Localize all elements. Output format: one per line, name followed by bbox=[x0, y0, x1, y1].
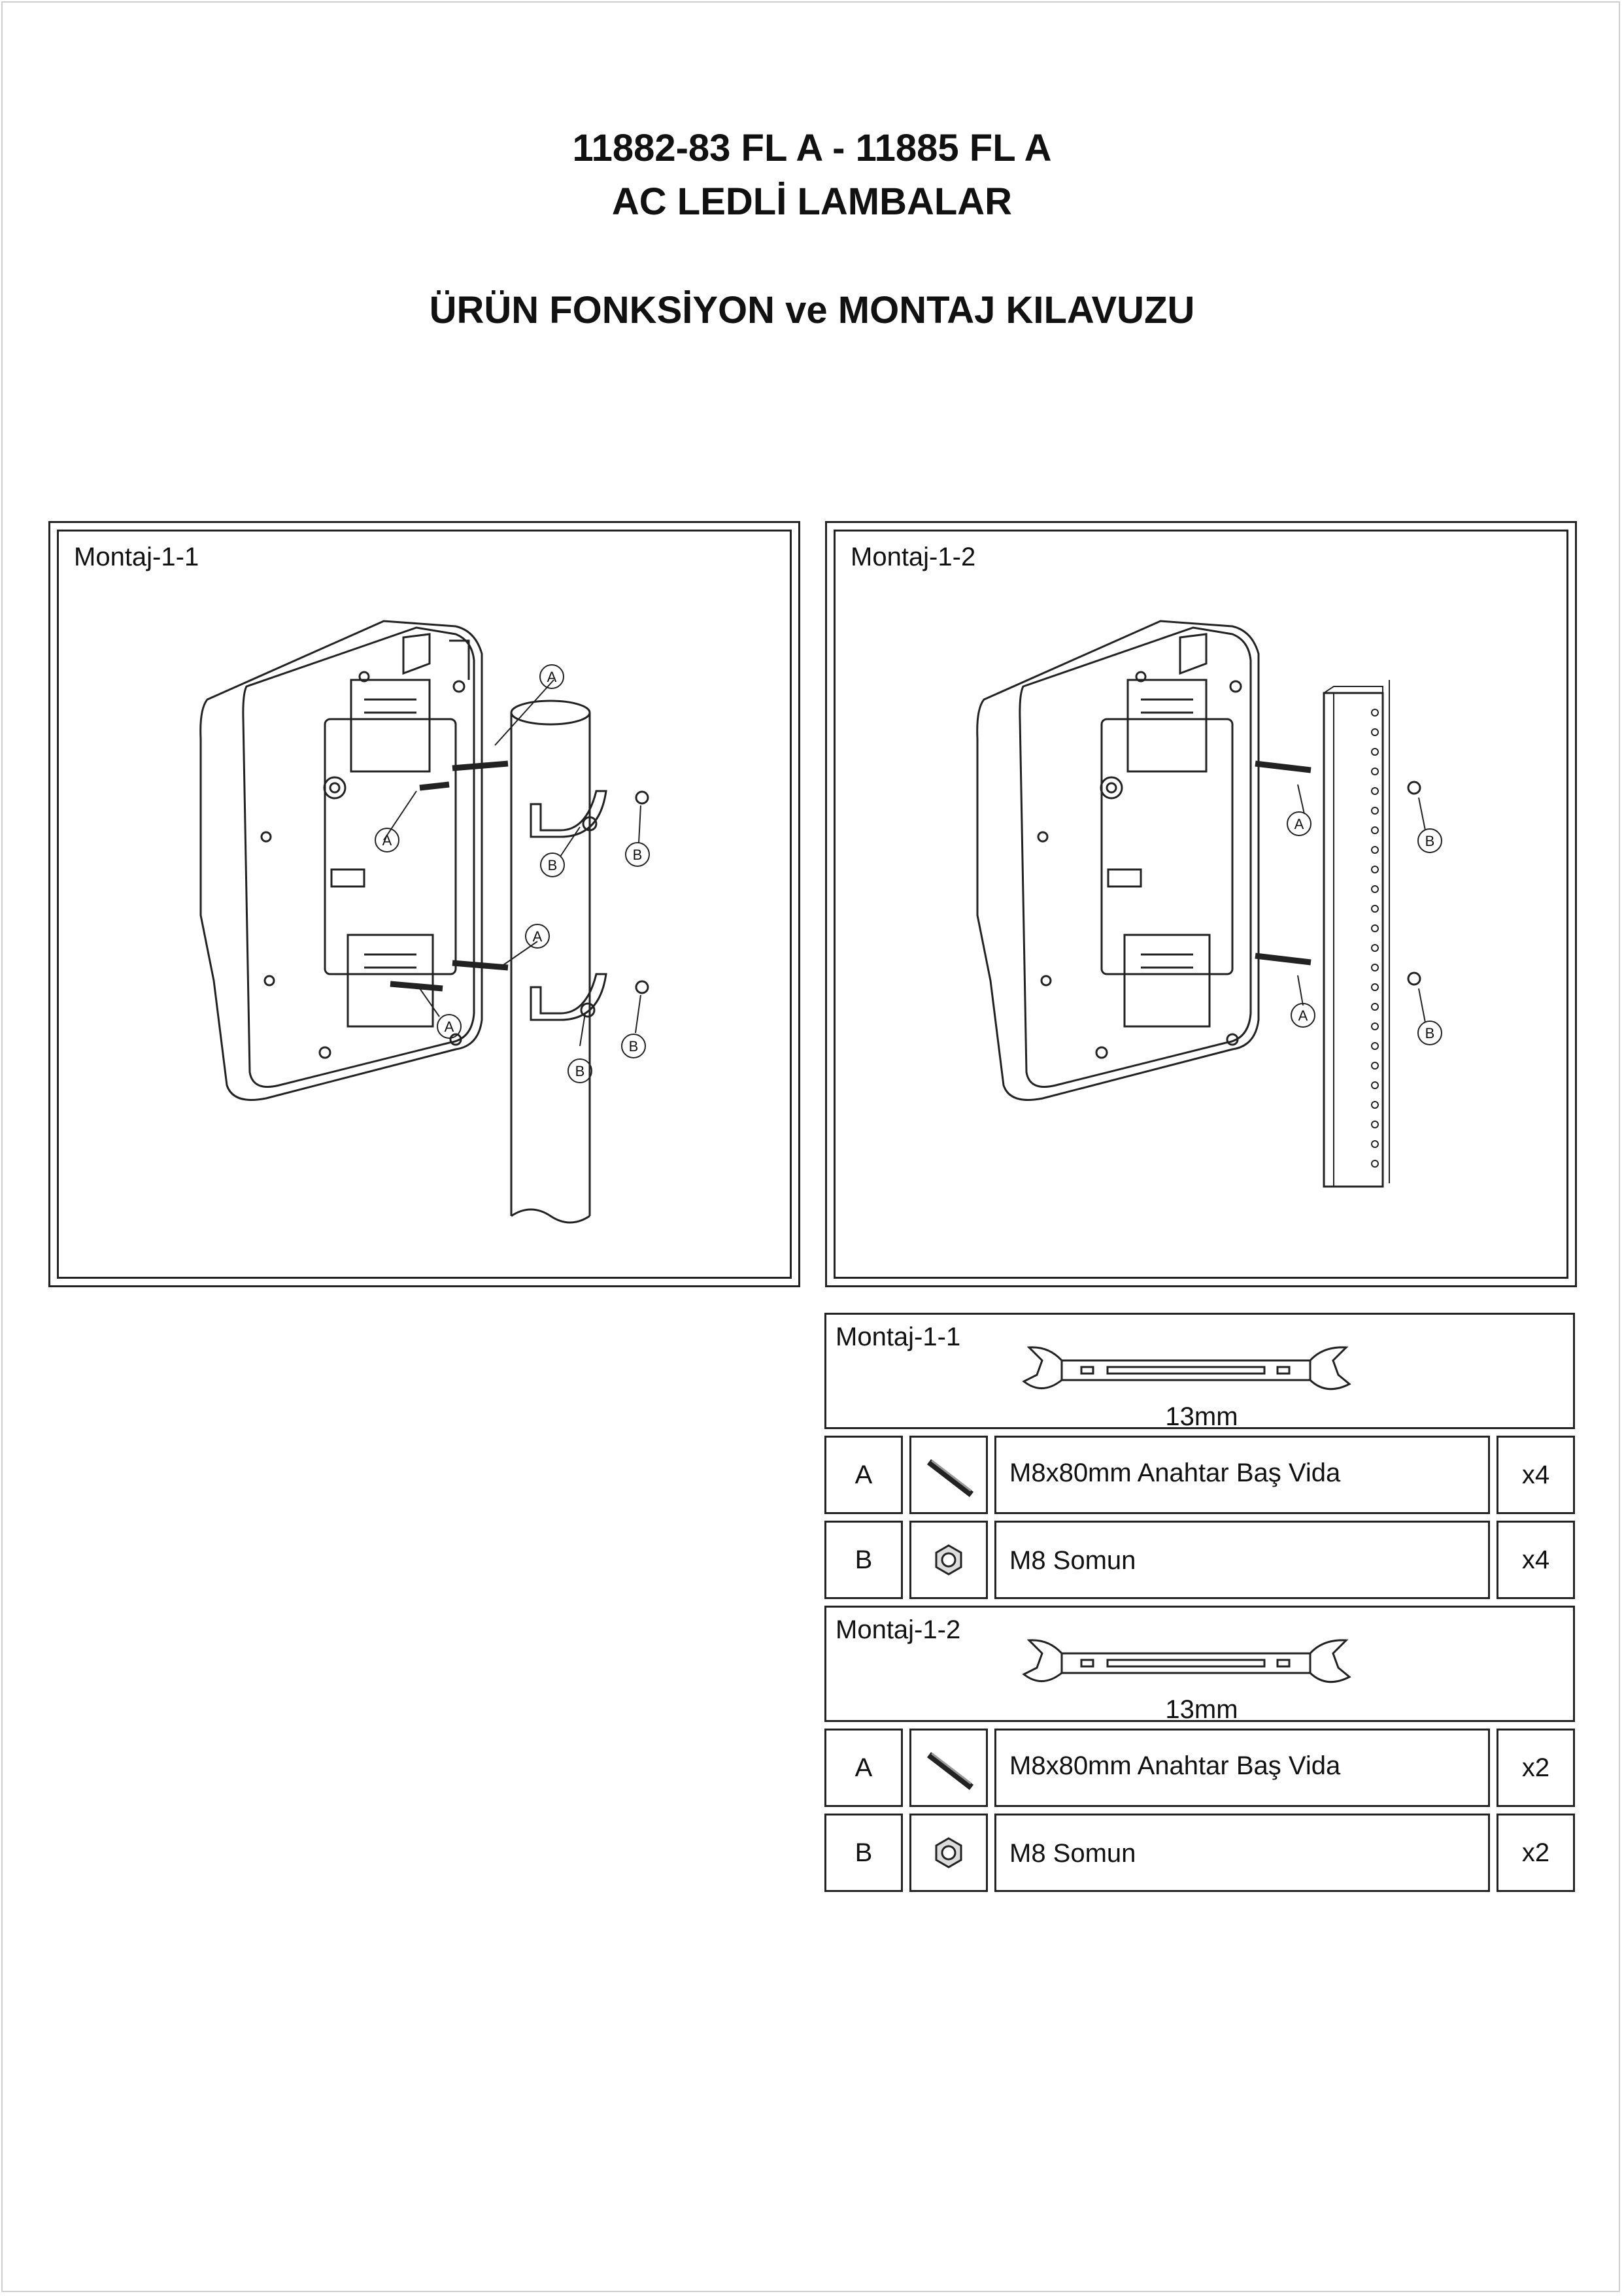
part-qty-cell: x4 bbox=[1497, 1436, 1575, 1514]
lower-bracket bbox=[347, 934, 434, 1028]
wrench-size: 13mm bbox=[1165, 1695, 1238, 1724]
callout-label: B bbox=[1425, 833, 1435, 849]
table-label: Montaj-1-1 bbox=[836, 1323, 961, 1351]
lamp-housing-back bbox=[1019, 626, 1252, 1088]
nut-icon bbox=[935, 1544, 962, 1576]
lamp-housing-outline bbox=[976, 620, 1260, 1101]
wrench-icon bbox=[1022, 1346, 1351, 1391]
lamp-housing-outline bbox=[199, 620, 483, 1101]
callout-label: B bbox=[575, 1063, 585, 1079]
callout-label: A bbox=[445, 1019, 454, 1035]
part-letter-cell: A bbox=[824, 1729, 903, 1807]
bolt-a2 bbox=[419, 781, 450, 791]
upper-bracket bbox=[350, 679, 431, 773]
bolt-a4 bbox=[390, 981, 443, 992]
figure-montaj-1-1: Montaj-1-1 bbox=[48, 521, 800, 1287]
wrench-size: 13mm bbox=[1165, 1402, 1238, 1431]
rail-holes bbox=[1371, 709, 1379, 1168]
part-image-cell bbox=[909, 1521, 988, 1599]
nut-b-lower bbox=[635, 980, 649, 994]
callout-label: B bbox=[1425, 1025, 1435, 1041]
bolt-a-lower bbox=[1255, 953, 1311, 966]
part-letter-cell: B bbox=[824, 1814, 903, 1892]
manual-title: ÜRÜN FONKSİYON ve MONTAJ KILAVUZU bbox=[429, 289, 1195, 331]
product-name-title: AC LEDLİ LAMBALAR bbox=[611, 180, 1013, 223]
bolt-icon bbox=[926, 1752, 974, 1790]
callout-label: B bbox=[548, 857, 558, 873]
cable-gland bbox=[1100, 776, 1123, 800]
nut-b-upper bbox=[1407, 781, 1421, 795]
pipe-clamp-upper bbox=[530, 790, 607, 838]
tool-header-montaj-1-2: Montaj-1-2 13mm bbox=[824, 1606, 1575, 1724]
part-qty-cell: x2 bbox=[1497, 1729, 1575, 1807]
upper-bracket bbox=[1126, 679, 1208, 773]
product-codes-title: 11882-83 FL A - 11885 FL A bbox=[572, 127, 1052, 169]
callout-label: B bbox=[633, 847, 643, 863]
bolt-icon bbox=[926, 1459, 974, 1497]
callout-label: A bbox=[533, 928, 543, 945]
rail-mount-drawing: A A B B bbox=[976, 620, 1442, 1188]
figure-label: Montaj-1-1 bbox=[74, 543, 199, 571]
part-description-cell: M8 Somun bbox=[994, 1521, 1490, 1599]
figure-inner-border bbox=[57, 530, 792, 1279]
callout-label: A bbox=[1294, 816, 1304, 832]
part-image-cell bbox=[909, 1814, 988, 1892]
pole-outline bbox=[510, 713, 591, 1216]
part-description-cell: M8 Somun bbox=[994, 1814, 1490, 1892]
lamp-brand-label bbox=[1107, 868, 1142, 888]
bolt-a3 bbox=[452, 960, 509, 971]
figure-inner-border bbox=[834, 530, 1568, 1279]
cable-gland bbox=[323, 776, 347, 800]
part-description-cell: M8x80mm Anahtar Baş Vida bbox=[994, 1729, 1490, 1807]
lamp-brand-label bbox=[330, 868, 365, 888]
tool-header-montaj-1-1: Montaj-1-1 13mm bbox=[824, 1313, 1575, 1431]
nut-b-lower bbox=[1407, 971, 1421, 986]
part-qty-cell: x4 bbox=[1497, 1521, 1575, 1599]
pipe-clamp-lower bbox=[530, 973, 607, 1021]
wrench-icon bbox=[1022, 1639, 1351, 1683]
callout-label: A bbox=[547, 669, 557, 685]
figure-label: Montaj-1-2 bbox=[851, 543, 976, 571]
callout-label: B bbox=[629, 1038, 639, 1055]
lamp-mount-plate bbox=[1100, 718, 1234, 975]
part-qty-cell: x2 bbox=[1497, 1814, 1575, 1892]
part-letter-cell: B bbox=[824, 1521, 903, 1599]
callout-label: A bbox=[382, 832, 392, 849]
callout-circle bbox=[1287, 811, 1311, 836]
part-letter-cell: A bbox=[824, 1436, 903, 1514]
lamp-housing-back bbox=[242, 626, 475, 1088]
figure-montaj-1-2: Montaj-1-2 bbox=[825, 521, 1577, 1287]
nut-icon bbox=[935, 1837, 962, 1868]
lamp-mount-plate bbox=[324, 718, 457, 975]
nut-b-upper bbox=[635, 790, 649, 805]
part-description-cell: M8x80mm Anahtar Baş Vida bbox=[994, 1436, 1490, 1514]
part-image-cell bbox=[909, 1729, 988, 1807]
callout-circle bbox=[539, 664, 564, 689]
part-image-cell bbox=[909, 1436, 988, 1514]
mounting-rail bbox=[1323, 692, 1384, 1188]
bolt-a-upper bbox=[1255, 760, 1311, 773]
table-label: Montaj-1-2 bbox=[836, 1615, 961, 1644]
bolt-a1 bbox=[452, 760, 509, 771]
callout-label: A bbox=[1298, 1007, 1308, 1024]
lower-bracket bbox=[1123, 934, 1211, 1028]
pole-mount-drawing: A A A A B B B B bbox=[199, 620, 650, 1224]
